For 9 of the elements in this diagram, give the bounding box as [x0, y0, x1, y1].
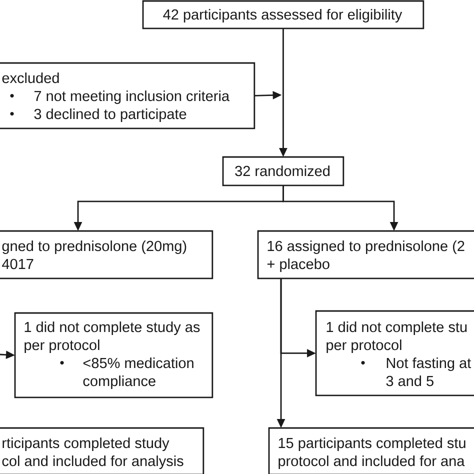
- process-box: 1 did not complete stu per protocol Not fasting at 3 and 5: [315, 310, 474, 396]
- process-box: 15 participants completed stu protocol and included for ana: [268, 427, 474, 474]
- process-box: 42 participants assessed for eligibility: [142, 0, 424, 30]
- process-box: 1 did not complete study as per protocol <85% medication compliance: [14, 312, 214, 398]
- process-box: rticipants completed study col and included for analysis: [0, 427, 204, 474]
- process-box: gned to prednisolone (20mg) 4017: [0, 230, 214, 280]
- process-box: 16 assigned to prednisolone (2 + placebo: [257, 230, 474, 280]
- process-box: 32 randomized: [222, 156, 344, 186]
- process-box: excluded 7 not meeting inclusion criteria 3 declined to participate: [0, 62, 256, 130]
